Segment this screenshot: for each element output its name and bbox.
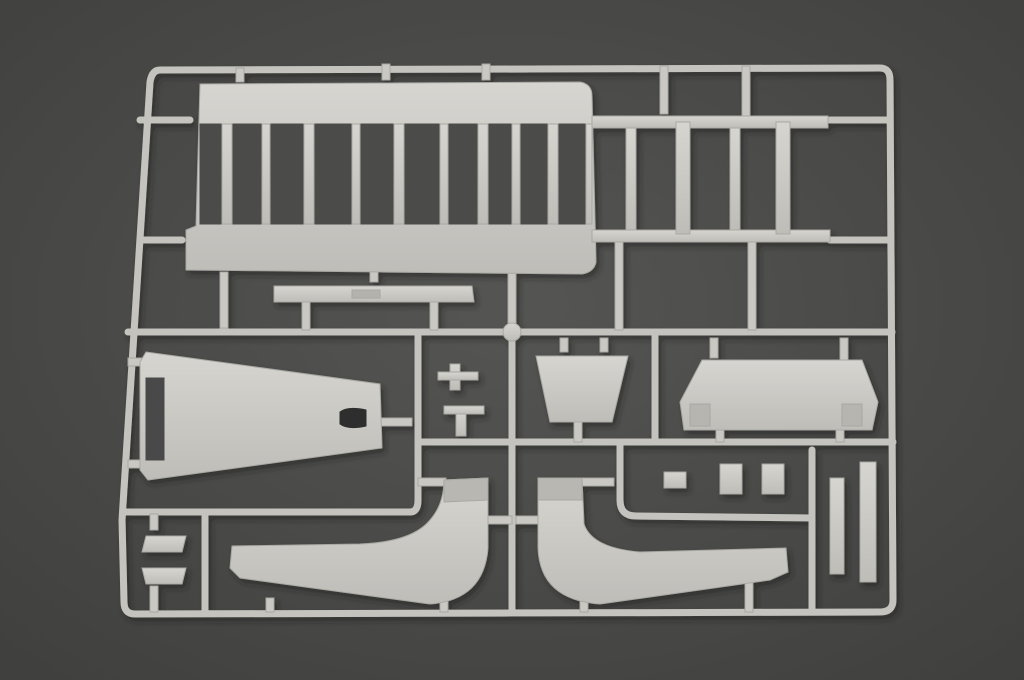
part-wedges: [141, 535, 187, 585]
part-small-details: [437, 363, 785, 495]
part-trapezoid-small: [535, 355, 629, 423]
part-duct-right: [537, 477, 789, 605]
part-vertical-strips: [829, 461, 877, 583]
part-ladder-frame: [185, 81, 597, 275]
sprue-hub: [502, 322, 522, 342]
sprue-gates: [127, 63, 849, 613]
part-ladder-extension: [591, 115, 831, 243]
part-trapezoid-large: [679, 359, 879, 431]
part-tapered-plate: [139, 351, 383, 481]
part-duct-left: [229, 477, 489, 605]
part-bracket-bar: [273, 285, 475, 303]
